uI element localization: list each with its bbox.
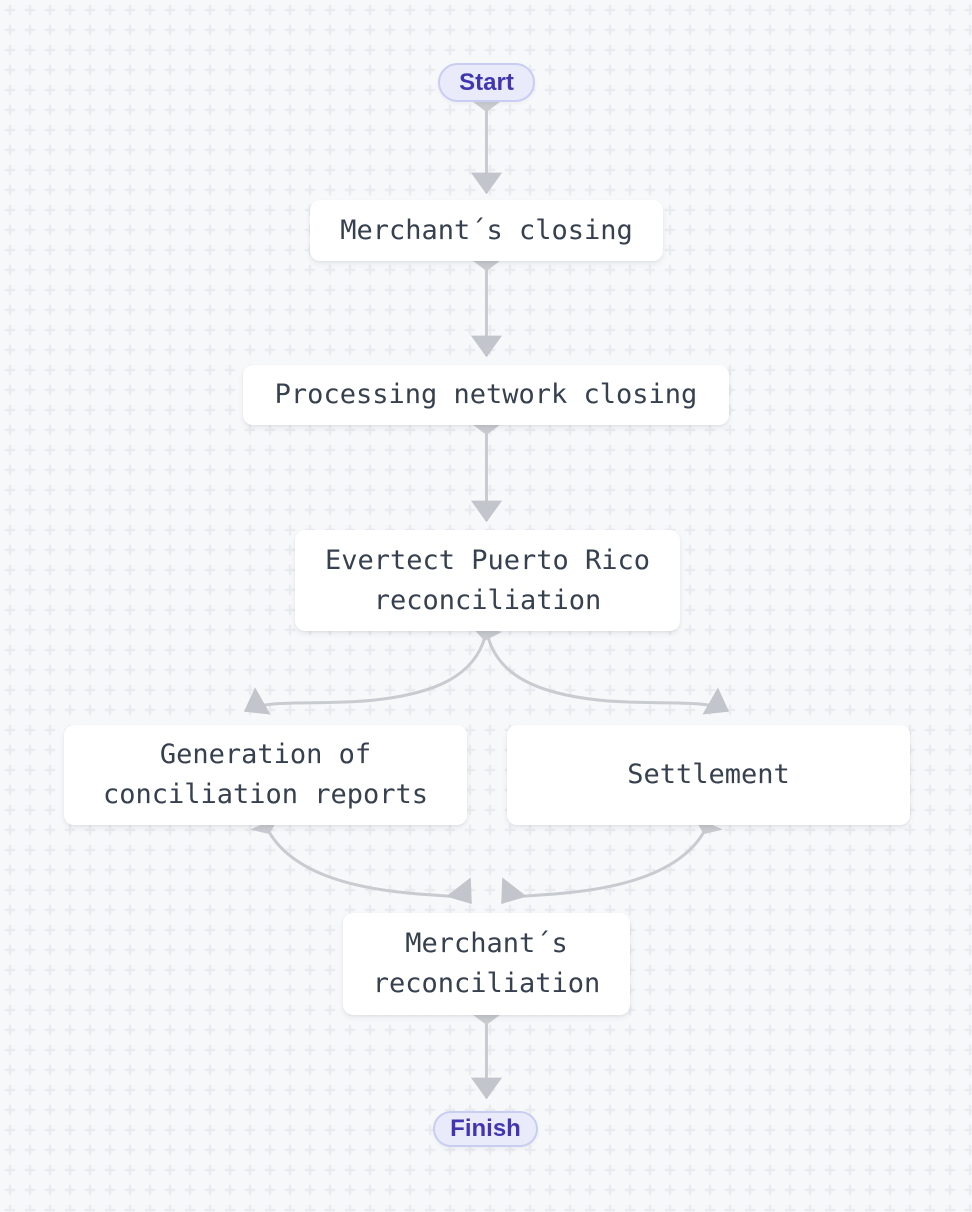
node-merchant-closing-label: Merchant´s closing (340, 214, 633, 246)
edge-settlement-to-merchant-reconciliation (500, 816, 724, 905)
node-merchant-closing: Merchant´s closing (310, 200, 663, 261)
node-processing-network-closing-label: Processing network closing (274, 379, 698, 410)
node-merchant-reconciliation-label: Merchant´s reconciliation (372, 928, 601, 999)
node-finish-label: Finish (450, 1115, 521, 1142)
node-finish: Finish (433, 1111, 538, 1147)
node-generation-reports: Generation of conciliation reports (64, 725, 467, 825)
node-start: Start (438, 63, 535, 102)
node-processing-network-closing: Processing network closing (243, 365, 729, 425)
node-settlement: Settlement (507, 725, 910, 825)
edge-evertect-to-generation (243, 626, 503, 715)
node-merchant-reconciliation: Merchant´s reconciliation (343, 913, 630, 1015)
node-evertect-reconciliation-label: Evertect Puerto Rico reconciliation (324, 544, 651, 616)
node-settlement-label: Settlement (627, 759, 790, 790)
node-evertect-reconciliation: Evertect Puerto Rico reconciliation (295, 530, 680, 631)
node-start-label: Start (459, 68, 514, 96)
edge-generation-to-merchant-reconciliation (249, 816, 473, 905)
edge-evertect-to-settlement (485, 629, 730, 715)
node-generation-reports-label: Generation of conciliation reports (102, 739, 429, 810)
